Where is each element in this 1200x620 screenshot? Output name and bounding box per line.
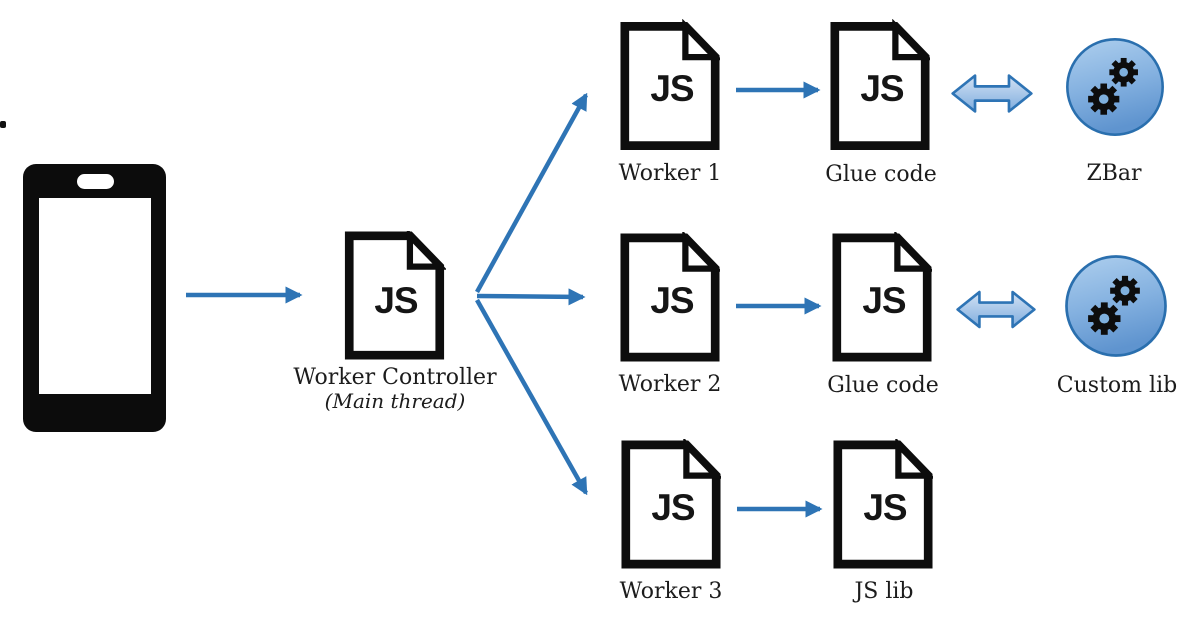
- stray-mark: [0, 121, 6, 128]
- glue2-js-badge: JS: [862, 280, 906, 321]
- arrow-controller-to-worker2: [476, 288, 586, 306]
- double-arrow-glue1-zbar-icon: [951, 74, 1033, 113]
- controller-js-badge: JS: [374, 280, 418, 321]
- worker3-js-badge: JS: [651, 487, 695, 528]
- jslib-js-badge: JS: [863, 487, 907, 528]
- phone-speaker: [77, 174, 114, 189]
- glue2-label: Glue code: [827, 373, 938, 398]
- worker3-label: Worker 3: [620, 579, 723, 604]
- controller-label: Worker Controller: [293, 365, 497, 390]
- zbar-label: ZBar: [1086, 161, 1142, 186]
- worker1-js-badge: JS: [650, 68, 694, 109]
- zbar-gears-icon: [1066, 38, 1164, 136]
- customlib-label: Custom lib: [1057, 373, 1177, 398]
- glue1-label: Glue code: [825, 162, 936, 187]
- arrow-controller-to-worker1: [475, 92, 588, 294]
- worker2-js-badge: JS: [650, 280, 694, 321]
- double-arrow-glue2-customlib-icon: [956, 290, 1036, 329]
- glue1-js-badge: JS: [860, 68, 904, 109]
- phone-icon: [23, 164, 166, 432]
- customlib-gears-icon: [1065, 255, 1167, 357]
- controller-sublabel: (Main thread): [325, 389, 466, 413]
- jslib-label: JS lib: [852, 579, 913, 604]
- worker1-label: Worker 1: [619, 161, 722, 186]
- worker2-label: Worker 2: [619, 372, 722, 397]
- arrow-controller-to-worker3: [475, 298, 588, 496]
- phone-screen: [39, 198, 151, 394]
